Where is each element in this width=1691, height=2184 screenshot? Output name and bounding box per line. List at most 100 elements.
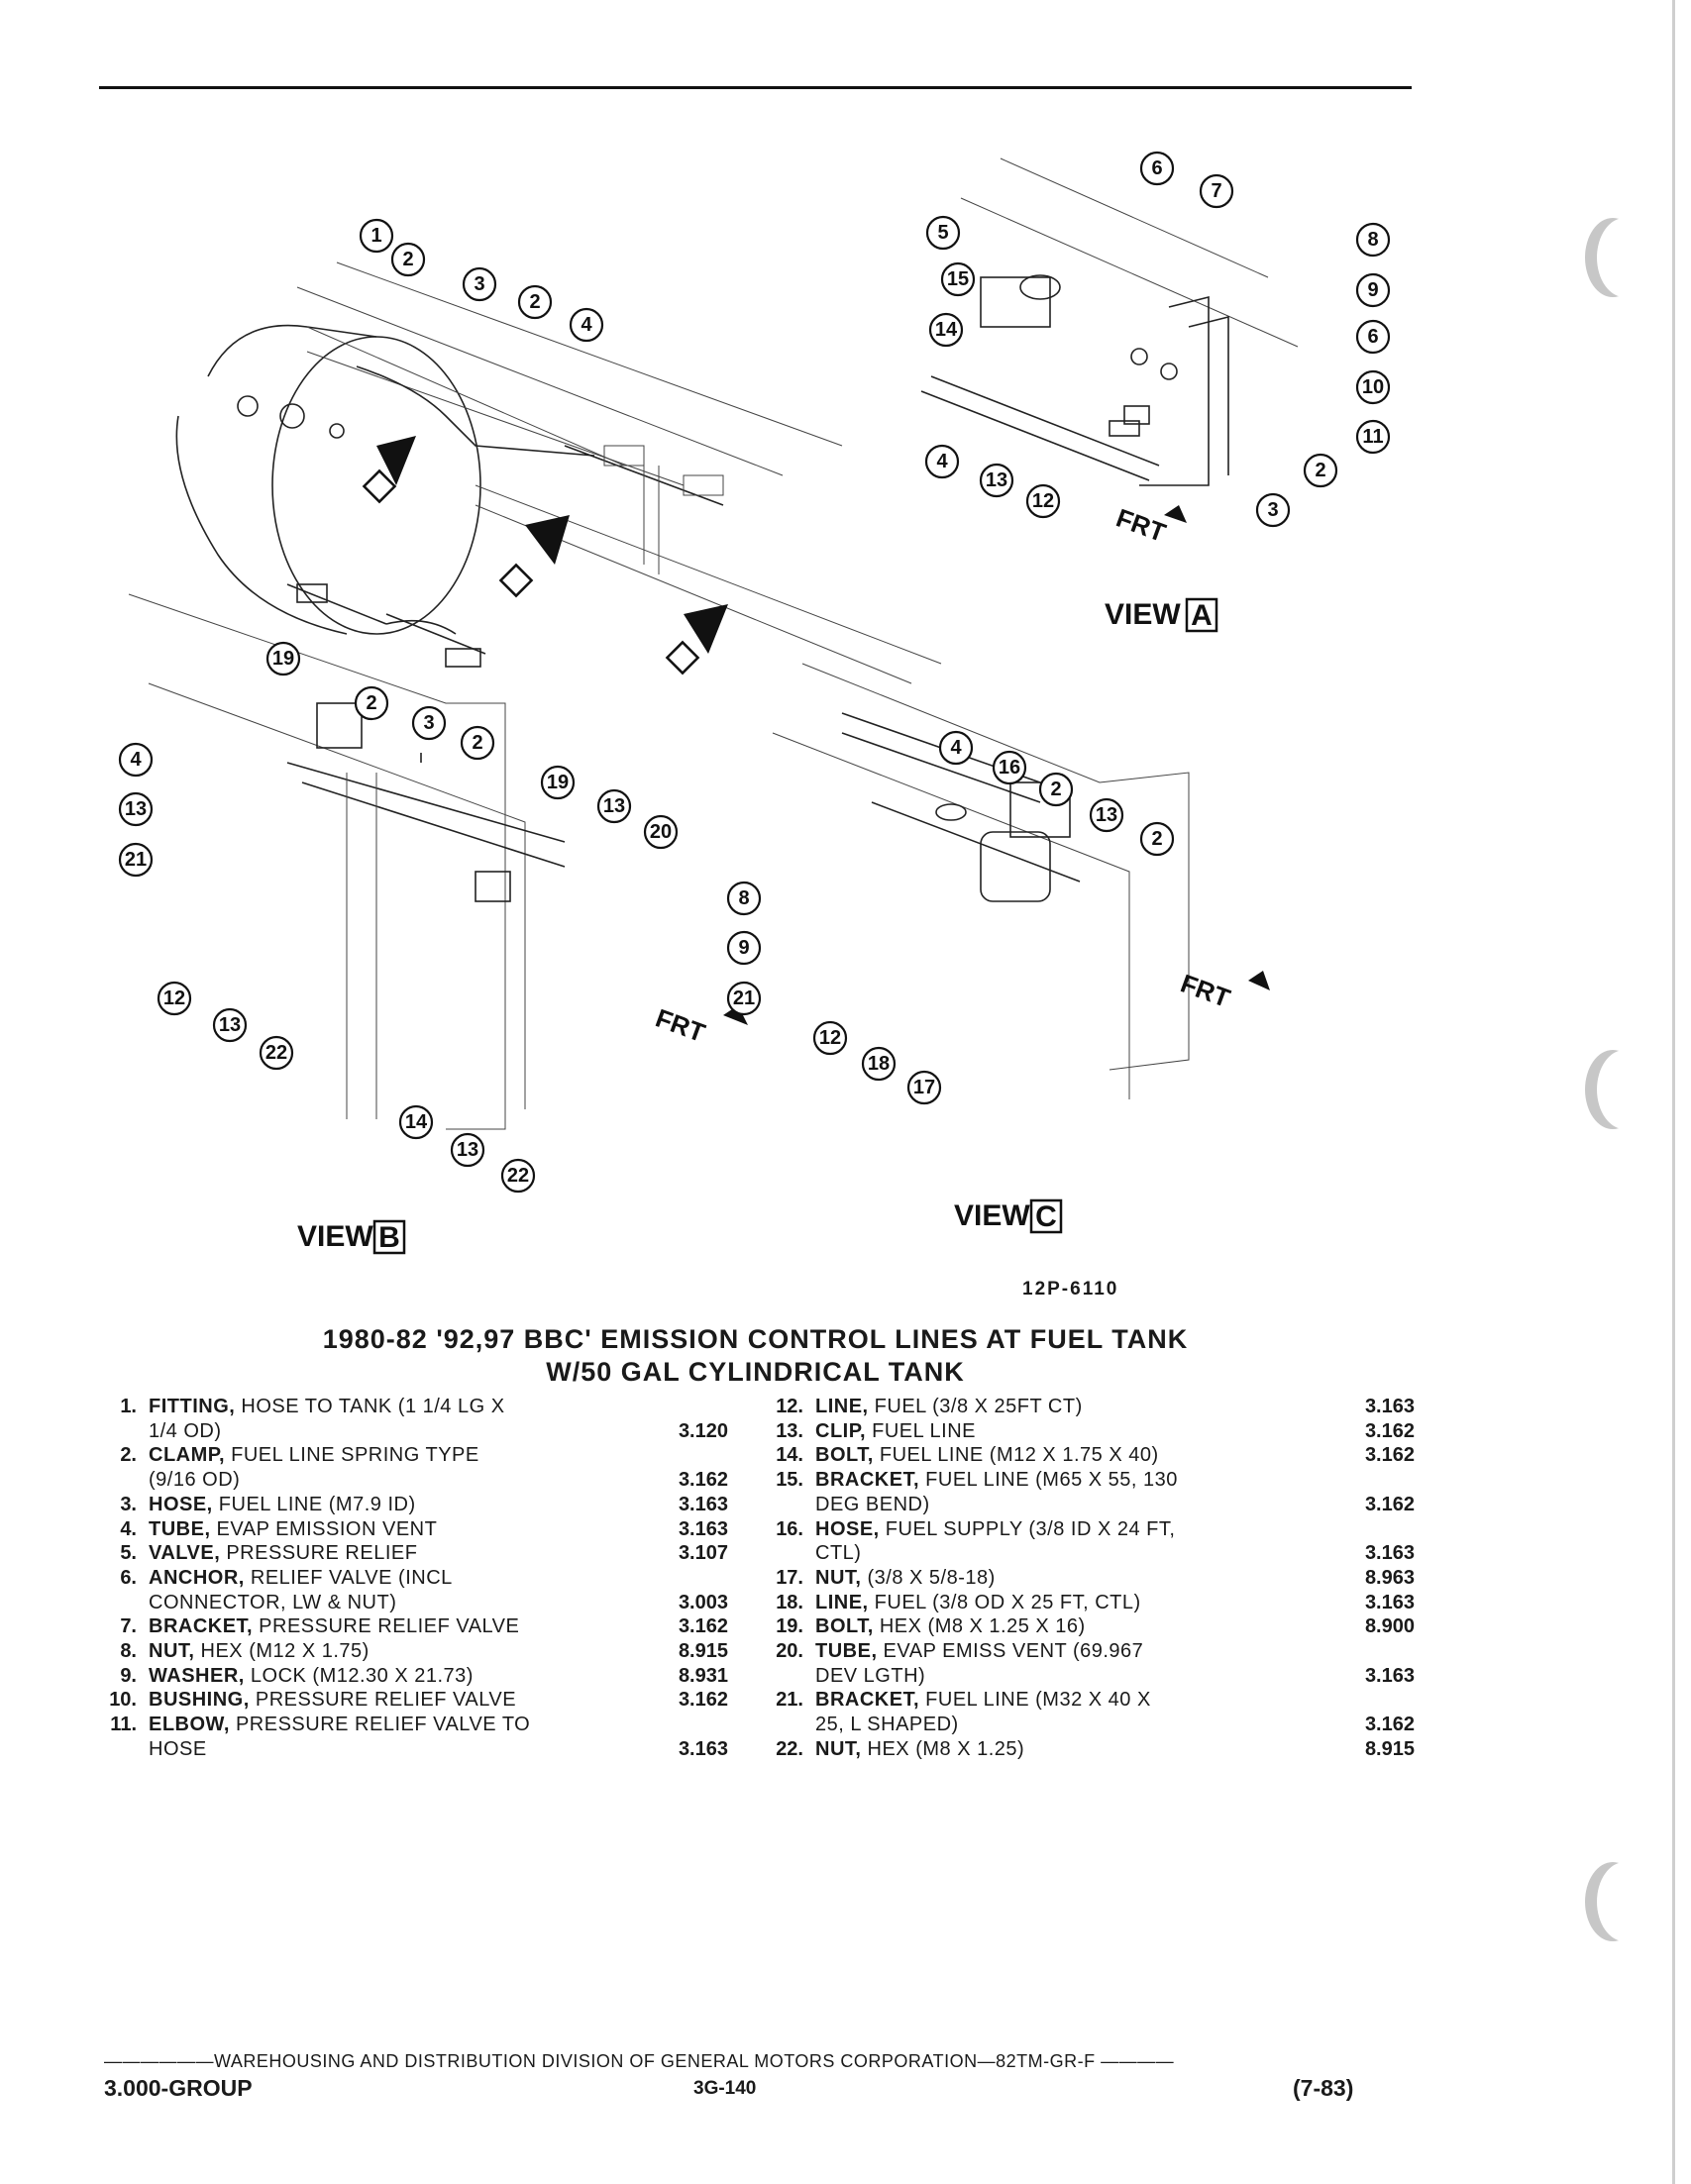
view-b-illustration — [128, 583, 748, 1130]
parts-row: 8.NUT, HEX (M12 X 1.75)8.915 — [94, 1639, 728, 1664]
part-name: ANCHOR, — [149, 1566, 245, 1589]
parts-row: 16.HOSE, FUEL SUPPLY (3/8 ID X 24 FT, CT… — [761, 1517, 1415, 1566]
part-number: 19. — [776, 1615, 803, 1638]
part-name: TUBE, — [149, 1517, 211, 1540]
part-number: 3. — [120, 1493, 137, 1515]
part-detail: EVAP EMISSION VENT — [210, 1517, 438, 1540]
part-detail: HEX (M8 X 1.25) — [861, 1737, 1025, 1760]
frt-label-a: FRT — [1112, 502, 1170, 548]
part-description: FITTING, HOSE TO TANK (1 1/4 LG X 1/4 OD… — [149, 1395, 634, 1443]
view-c-label: VIEW — [954, 1199, 1030, 1232]
parts-row: 22.NUT, HEX (M8 X 1.25)8.915 — [761, 1737, 1415, 1762]
part-name: BRACKET, — [815, 1469, 920, 1492]
svg-text:12: 12 — [1032, 490, 1054, 512]
part-detail: FUEL LINE (M65 X 55, 130 DEG BEND) — [815, 1469, 1178, 1515]
part-number: 8. — [120, 1640, 137, 1663]
part-description: LINE, FUEL (3/8 OD X 25 FT, CTL) — [815, 1591, 1321, 1615]
part-description: NUT, (3/8 X 5/8-18) — [815, 1566, 1321, 1591]
parts-row: 9.WASHER, LOCK (M12.30 X 21.73)8.931 — [94, 1664, 728, 1689]
callout-numbers: 1 2 3 2 4 6 7 5 8 15 9 14 6 10 11 4 13 1… — [118, 151, 1391, 1194]
part-number: 14. — [776, 1444, 803, 1467]
view-c-illustration — [772, 663, 1270, 1099]
part-description: BUSHING, PRESSURE RELIEF VALVE — [149, 1688, 634, 1713]
part-name: NUT, — [815, 1566, 862, 1589]
parts-row: 18.LINE, FUEL (3/8 OD X 25 FT, CTL)3.163 — [761, 1591, 1415, 1615]
svg-text:6: 6 — [1367, 326, 1378, 348]
part-detail: FUEL LINE SPRING TYPE (9/16 OD) — [149, 1444, 479, 1492]
part-number: 18. — [776, 1591, 803, 1613]
part-name: BRACKET, — [815, 1689, 920, 1712]
group-number: 3.162 — [1364, 1419, 1415, 1442]
parts-list-left: 1.FITTING, HOSE TO TANK (1 1/4 LG X 1/4 … — [94, 1395, 728, 1762]
svg-text:21: 21 — [125, 849, 147, 871]
part-description: BRACKET, FUEL LINE (M32 X 40 X 25, L SHA… — [815, 1688, 1321, 1736]
group-number: 3.163 — [1364, 1396, 1415, 1417]
part-detail: PRESSURE RELIEF — [220, 1542, 418, 1565]
footer-publisher: ——————WAREHOUSING AND DISTRIBUTION DIVIS… — [104, 2051, 1175, 2071]
svg-text:16: 16 — [999, 757, 1020, 779]
svg-text:4: 4 — [936, 451, 948, 472]
svg-text:18: 18 — [868, 1053, 890, 1075]
page-subtitle: W/50 GAL CYLINDRICAL TANK — [546, 1357, 965, 1387]
part-name: NUT, — [815, 1737, 862, 1760]
part-description: BOLT, FUEL LINE (M12 X 1.75 X 40) — [815, 1443, 1321, 1468]
svg-text:19: 19 — [547, 772, 569, 793]
part-number: 20. — [776, 1640, 803, 1663]
part-number: 7. — [120, 1615, 137, 1638]
part-detail: HEX (M8 X 1.25 X 16) — [873, 1615, 1086, 1638]
part-description: BRACKET, PRESSURE RELIEF VALVE — [149, 1614, 634, 1639]
part-detail: FUEL SUPPLY (3/8 ID X 24 FT, CTL) — [815, 1517, 1176, 1565]
svg-text:19: 19 — [272, 648, 294, 670]
binder-hole — [1585, 218, 1640, 297]
part-detail: HEX (M12 X 1.75) — [194, 1640, 370, 1663]
parts-row: 21.BRACKET, FUEL LINE (M32 X 40 X 25, L … — [761, 1688, 1415, 1736]
svg-text:21: 21 — [733, 988, 755, 1009]
svg-text:4: 4 — [130, 749, 142, 771]
part-detail: PRESSURE RELIEF VALVE — [249, 1689, 517, 1712]
part-number: 22. — [776, 1737, 803, 1760]
part-description: TUBE, EVAP EMISSION VENT — [149, 1517, 634, 1542]
svg-text:4: 4 — [581, 314, 592, 336]
frt-label-c: FRT — [1177, 968, 1234, 1013]
svg-text:22: 22 — [507, 1165, 529, 1187]
svg-text:6: 6 — [1151, 157, 1162, 179]
parts-row: 15.BRACKET, FUEL LINE (M65 X 55, 130 DEG… — [761, 1468, 1415, 1516]
svg-text:11: 11 — [1362, 426, 1383, 448]
frt-label-b: FRT — [652, 1002, 709, 1048]
part-number: 10. — [109, 1689, 137, 1712]
part-name: BOLT, — [815, 1615, 874, 1638]
part-description: LINE, FUEL (3/8 X 25FT CT) — [815, 1395, 1321, 1419]
part-description: ELBOW, PRESSURE RELIEF VALVE TO HOSE — [149, 1713, 634, 1761]
part-name: LINE, — [815, 1591, 869, 1613]
part-detail: FUEL (3/8 X 25FT CT) — [868, 1396, 1083, 1417]
svg-text:3: 3 — [474, 273, 484, 295]
parts-row: 14. BOLT, FUEL LINE (M12 X 1.75 X 40) 3.16… — [761, 1443, 1415, 1468]
svg-text:13: 13 — [219, 1014, 241, 1036]
group-number: 3.162 — [678, 1469, 728, 1492]
part-name: LINE, — [815, 1396, 869, 1417]
svg-text:9: 9 — [1367, 279, 1378, 301]
svg-text:20: 20 — [650, 821, 672, 843]
group-number: 3.162 — [1364, 1493, 1415, 1515]
parts-row: 20. TUBE, EVAP EMISS VENT (69.967 DEV LGT… — [761, 1639, 1415, 1688]
view-a-illustration — [920, 157, 1299, 523]
group-number: 3.163 — [1364, 1542, 1415, 1565]
page-title: 1980-82 '92,97 BBC' EMISSION CONTROL LIN… — [322, 1324, 1189, 1354]
part-detail: PRESSURE RELIEF VALVE TO HOSE — [149, 1714, 531, 1760]
group-number: 8.963 — [1364, 1566, 1415, 1589]
part-name: FITTING, — [149, 1396, 236, 1417]
svg-text:12: 12 — [819, 1027, 841, 1049]
part-number: 2. — [120, 1444, 137, 1467]
group-number: 8.915 — [678, 1640, 728, 1663]
part-description: TUBE, EVAP EMISS VENT (69.967 DEV LGTH) — [815, 1639, 1321, 1688]
part-name: VALVE, — [149, 1542, 221, 1565]
group-number: 8.931 — [678, 1664, 728, 1687]
svg-text:13: 13 — [1096, 804, 1117, 826]
fuel-tank-illustration — [175, 261, 942, 684]
svg-text:8: 8 — [738, 887, 749, 909]
svg-text:2: 2 — [366, 692, 376, 714]
group-number: 3.162 — [1364, 1444, 1415, 1467]
group-number: 3.163 — [1364, 1664, 1415, 1687]
parts-row: 12.LINE, FUEL (3/8 X 25FT CT)3.163 — [761, 1395, 1415, 1419]
svg-text:13: 13 — [457, 1139, 478, 1161]
